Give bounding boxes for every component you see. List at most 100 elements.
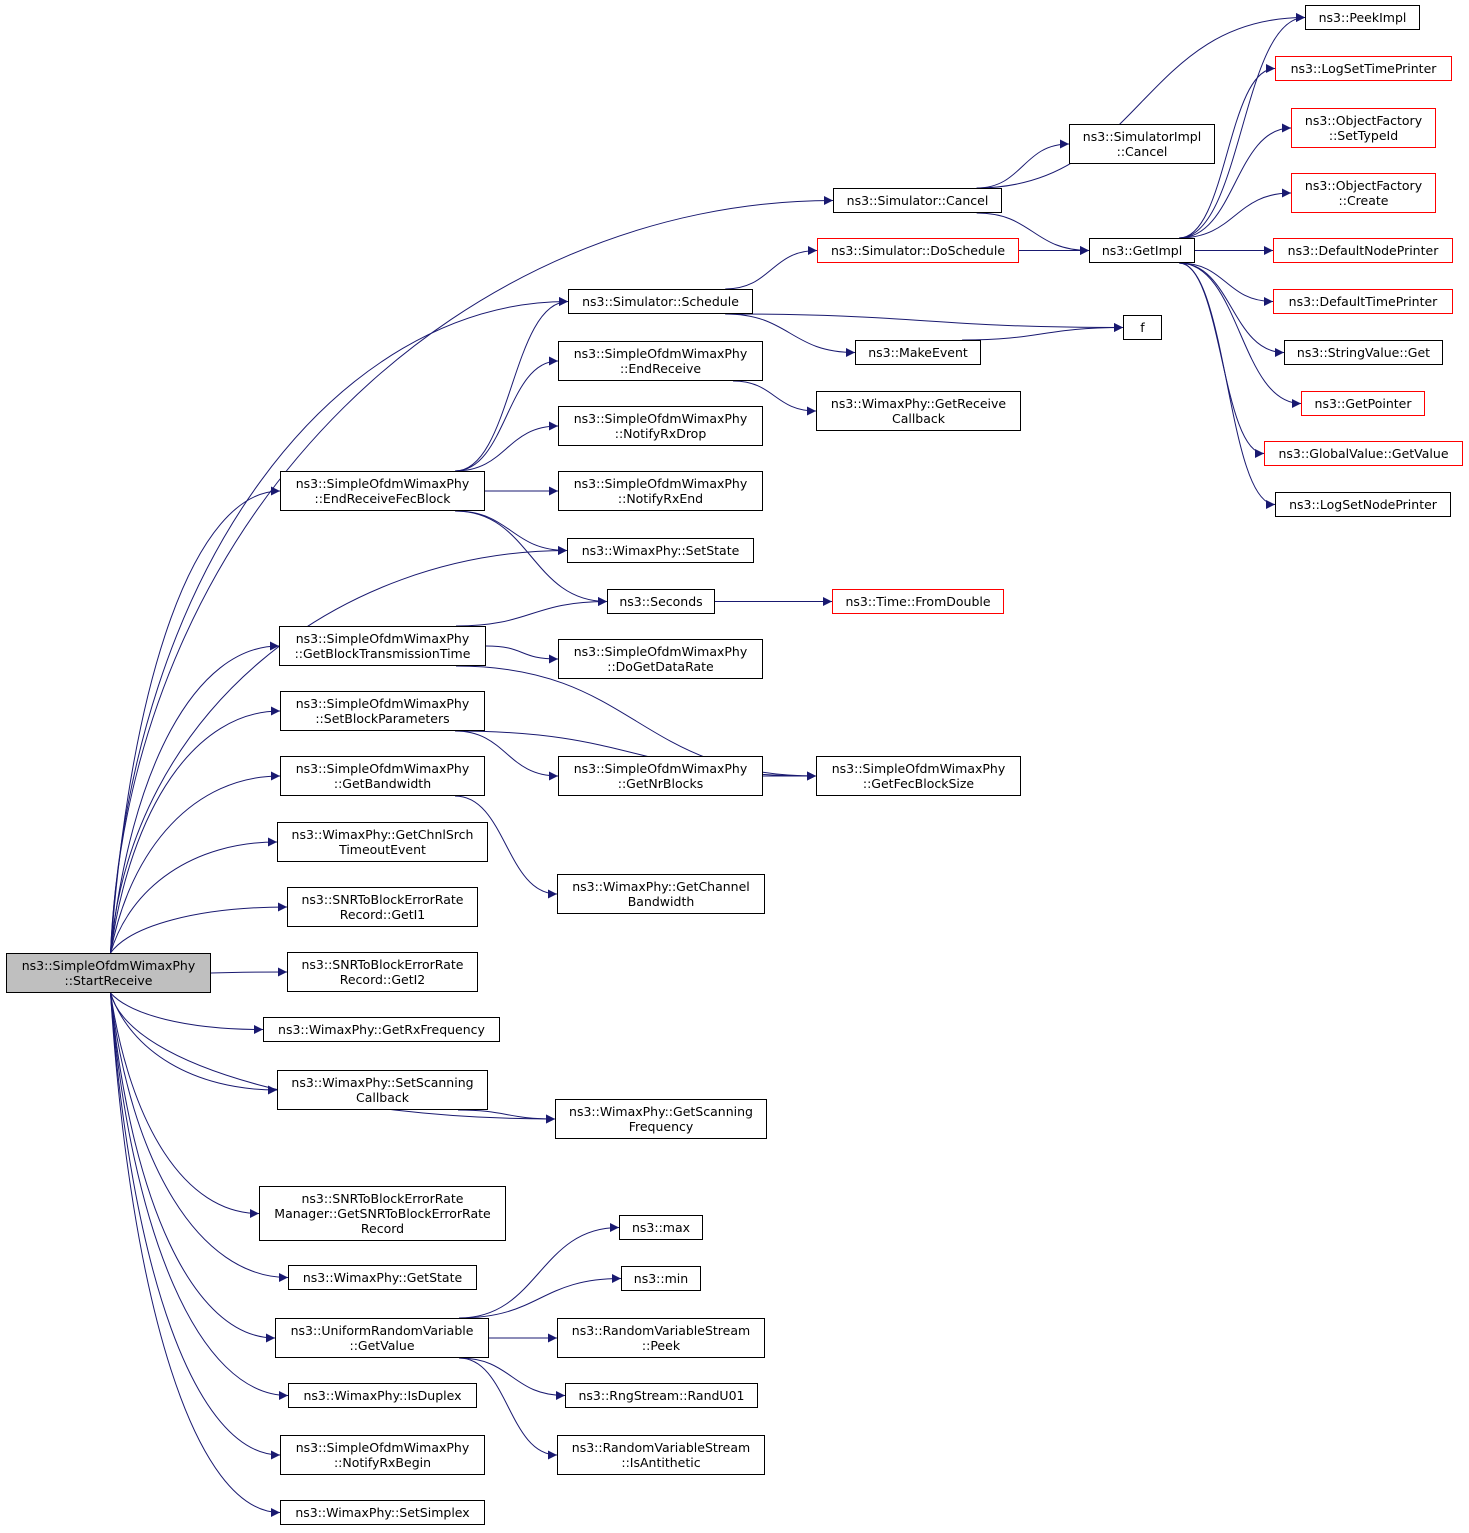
node-isantithetic[interactable]: ns3::RandomVariableStream::IsAntithetic [557,1435,765,1475]
node-label-line: Record::GetI1 [339,907,426,922]
node-schedule[interactable]: ns3::Simulator::Schedule [568,289,753,314]
node-label-line: ns3::WimaxPhy::SetSimplex [295,1505,470,1520]
node-label-line: ns3::SimulatorImpl [1082,129,1202,144]
node-randu01[interactable]: ns3::RngStream::RandU01 [565,1383,758,1408]
node-label-line: ns3::SimpleOfdmWimaxPhy [295,1440,470,1455]
edge-endrecvfec-to-seconds [454,510,608,606]
edge-makeevent-to-f [962,323,1124,341]
node-strval[interactable]: ns3::StringValue::Get [1284,340,1443,365]
edge-root-to-setsimplex [110,992,281,1517]
node-logsettime[interactable]: ns3::LogSetTimePrinter [1275,56,1452,81]
edge-endrecvfec-to-endreceive [454,356,559,472]
node-getstate[interactable]: ns3::WimaxPhy::GetState [288,1265,477,1290]
edge-endrecvfec-to-setstate [454,510,568,555]
edge-urv_getvalue-to-randu01 [458,1357,566,1400]
node-label-line: ns3::StringValue::Get [1296,345,1431,360]
edge-root-to-getchnlsrch [110,837,278,954]
node-label-line: Manager::GetSNRToBlockErrorRate [274,1206,491,1221]
node-getfecblocksize[interactable]: ns3::SimpleOfdmWimaxPhy::GetFecBlockSize [816,756,1021,796]
node-label-line: ::SetBlockParameters [315,711,450,726]
node-dogetdatarate[interactable]: ns3::SimpleOfdmWimaxPhy::DoGetDataRate [558,639,763,679]
node-label-line: Bandwidth [627,894,695,909]
node-rvs-peek[interactable]: ns3::RandomVariableStream::Peek [557,1318,765,1358]
node-makeevent[interactable]: ns3::MakeEvent [855,340,981,365]
edge-endreceive-to-getrecvcb [732,380,817,416]
node-label-line: ::GetBandwidth [333,776,432,791]
node-doschedule[interactable]: ns3::Simulator::DoSchedule [817,238,1019,263]
node-label-line: Record::GetI2 [339,972,426,987]
node-min[interactable]: ns3::min [621,1266,701,1291]
node-deftime[interactable]: ns3::DefaultTimePrinter [1273,289,1453,314]
node-getpointer[interactable]: ns3::GetPointer [1301,391,1425,416]
node-getblocktx[interactable]: ns3::SimpleOfdmWimaxPhy::GetBlockTransmi… [279,626,486,666]
edge-root-to-urv_getvalue [110,992,276,1343]
node-endreceive[interactable]: ns3::SimpleOfdmWimaxPhy::EndReceive [558,341,763,381]
node-of-settypeid[interactable]: ns3::ObjectFactory::SetTypeId [1291,108,1436,148]
node-sim-cancel[interactable]: ns3::Simulator::Cancel [833,188,1002,213]
node-label-line: ns3::WimaxPhy::SetScanning [291,1075,474,1090]
edge-root-to-sim_cancel [110,196,834,954]
node-simimpl-cancel[interactable]: ns3::SimulatorImpl::Cancel [1069,124,1215,164]
edge-root-to-setscancb [110,992,278,1095]
node-setsimplex[interactable]: ns3::WimaxPhy::SetSimplex [280,1500,485,1525]
node-label-line: Callback [891,411,946,426]
node-label-line: ns3::SimpleOfdmWimaxPhy [573,476,748,491]
edge-root-to-getscanfreq [110,992,556,1124]
node-label-line: ns3::Simulator::Cancel [846,193,989,208]
node-label-line: Callback [355,1090,410,1105]
edge-root-to-endrecvfec [110,486,281,954]
node-label-line: ::Create [1338,193,1389,208]
node-seconds[interactable]: ns3::Seconds [607,589,715,614]
node-getnrblocks[interactable]: ns3::SimpleOfdmWimaxPhy::GetNrBlocks [558,756,763,796]
node-getrxfreq[interactable]: ns3::WimaxPhy::GetRxFrequency [263,1017,500,1042]
node-label-line: ns3::SNRToBlockErrorRate [301,957,464,972]
node-globalval[interactable]: ns3::GlobalValue::GetValue [1264,441,1463,466]
node-label-line: ns3::DefaultTimePrinter [1288,294,1438,309]
node-f[interactable]: f [1123,315,1162,340]
node-setstate[interactable]: ns3::WimaxPhy::SetState [567,538,754,563]
edge-root-to-setblockparams [110,706,281,954]
edge-getimpl-to-of_create [1179,188,1292,239]
node-label-line: ns3::WimaxPhy::IsDuplex [303,1388,462,1403]
node-label-line: ns3::WimaxPhy::GetReceive [830,396,1007,411]
node-label-line: ns3::WimaxPhy::GetState [302,1270,463,1285]
node-label-line: ns3::SimpleOfdmWimaxPhy [295,476,470,491]
node-endrecvfec[interactable]: ns3::SimpleOfdmWimaxPhy::EndReceiveFecBl… [280,471,485,511]
node-label-line: ::NotifyRxDrop [614,426,707,441]
node-isduplex[interactable]: ns3::WimaxPhy::IsDuplex [288,1383,477,1408]
node-label-line: ::SetTypeId [1328,128,1399,143]
node-label-line: ns3::min [633,1271,689,1286]
node-label-line: Frequency [628,1119,694,1134]
node-getbandwidth[interactable]: ns3::SimpleOfdmWimaxPhy::GetBandwidth [280,756,485,796]
node-notifyrxend[interactable]: ns3::SimpleOfdmWimaxPhy::NotifyRxEnd [558,471,763,511]
node-label-line: ns3::GetPointer [1314,396,1412,411]
node-label-line: ::GetFecBlockSize [862,776,975,791]
node-logsetnode[interactable]: ns3::LogSetNodePrinter [1275,492,1451,517]
node-label-line: ::GetBlockTransmissionTime [294,646,471,661]
node-of-create[interactable]: ns3::ObjectFactory::Create [1291,173,1436,213]
edge-getimpl-to-of_settypeid [1179,123,1292,239]
node-getimpl[interactable]: ns3::GetImpl [1089,238,1195,263]
edge-endrecvfec-to-schedule [454,297,569,472]
node-notifyrxdrop[interactable]: ns3::SimpleOfdmWimaxPhy::NotifyRxDrop [558,406,763,446]
node-setblockparams[interactable]: ns3::SimpleOfdmWimaxPhy::SetBlockParamet… [280,691,485,731]
node-label-line: ns3::SNRToBlockErrorRate [301,1191,464,1206]
node-fromdouble[interactable]: ns3::Time::FromDouble [832,589,1004,614]
node-label-line: ns3::SimpleOfdmWimaxPhy [295,631,470,646]
node-label-line: ns3::SimpleOfdmWimaxPhy [573,761,748,776]
edge-getblocktx-to-seconds [455,597,608,627]
node-peekimpl[interactable]: ns3::PeekImpl [1305,5,1420,30]
node-urv-getvalue[interactable]: ns3::UniformRandomVariable::GetValue [275,1318,489,1358]
node-max[interactable]: ns3::max [619,1215,703,1240]
edge-setblockparams-to-getnrblocks [454,730,559,781]
node-notifyrxbegin[interactable]: ns3::SimpleOfdmWimaxPhy::NotifyRxBegin [280,1435,485,1475]
node-defnode[interactable]: ns3::DefaultNodePrinter [1273,238,1453,263]
